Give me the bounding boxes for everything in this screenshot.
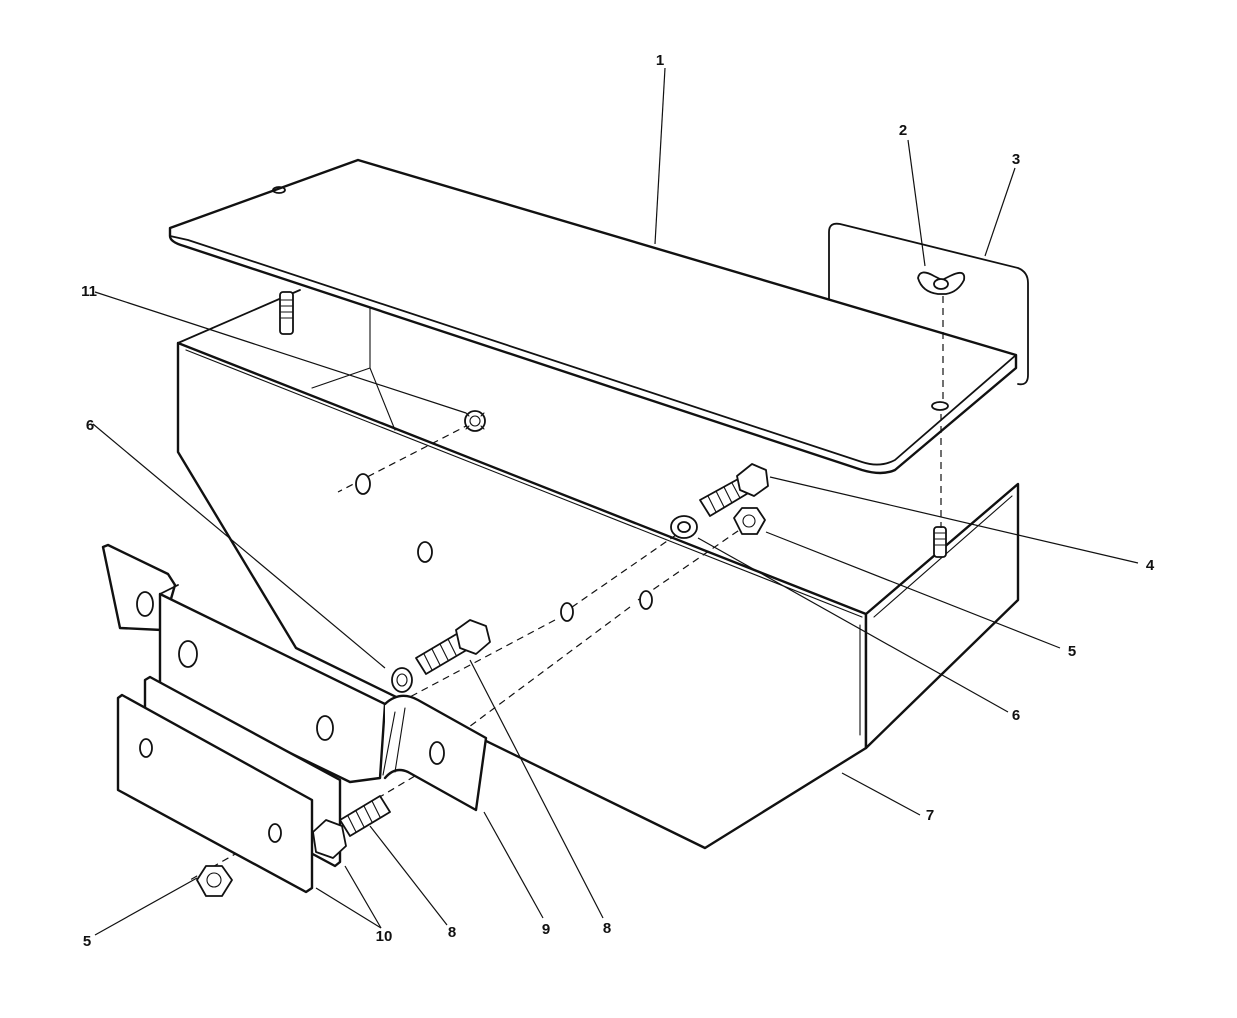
callout-9: 9 bbox=[542, 921, 550, 938]
callout-5b: 5 bbox=[83, 933, 91, 950]
callout-1: 1 bbox=[656, 52, 664, 69]
callout-labels: 1 2 3 4 5 6 6 7 8 8 9 10 11 5 bbox=[81, 52, 1155, 950]
shim-plates bbox=[116, 675, 342, 894]
leader-lines bbox=[92, 67, 1139, 936]
washer-6-right bbox=[670, 515, 698, 539]
callout-2: 2 bbox=[899, 122, 907, 139]
washer-6-left bbox=[391, 667, 413, 693]
callout-7: 7 bbox=[926, 807, 934, 824]
stud-right bbox=[933, 526, 947, 558]
callout-8b: 8 bbox=[603, 920, 611, 937]
hex-nut-5-right bbox=[733, 507, 766, 535]
callout-11: 11 bbox=[81, 283, 97, 300]
mounting-bracket bbox=[101, 543, 488, 812]
callout-6a: 6 bbox=[86, 417, 94, 434]
callout-8a: 8 bbox=[448, 924, 456, 941]
hex-nut-5-lower bbox=[196, 865, 233, 897]
callout-3: 3 bbox=[1012, 151, 1020, 168]
box-holes bbox=[355, 473, 653, 622]
lock-washer-11 bbox=[464, 410, 486, 432]
lid bbox=[168, 158, 1018, 475]
bolt-8-upper bbox=[415, 619, 491, 675]
wing-nut bbox=[917, 271, 966, 295]
bolt-4 bbox=[699, 463, 769, 517]
callout-5a: 5 bbox=[1068, 643, 1076, 660]
bolt-8-lower bbox=[312, 795, 391, 859]
callout-10: 10 bbox=[376, 928, 393, 945]
callout-4: 4 bbox=[1146, 557, 1155, 574]
stud-left bbox=[279, 291, 294, 335]
callout-6b: 6 bbox=[1012, 707, 1020, 724]
